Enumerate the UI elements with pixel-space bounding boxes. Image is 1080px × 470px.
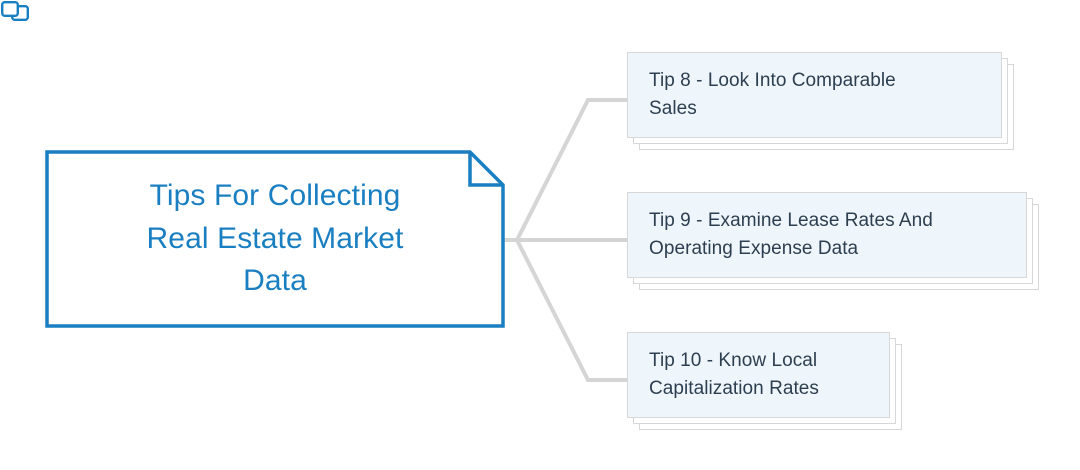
- tip-card-group-10: Tip 10 - Know Local Capitalization Rates: [627, 332, 907, 442]
- tip-card-10[interactable]: Tip 10 - Know Local Capitalization Rates: [627, 332, 890, 418]
- tip-card-8-label: Tip 8 - Look Into Comparable Sales: [649, 70, 896, 119]
- tip-card-group-8: Tip 8 - Look Into Comparable Sales: [627, 52, 1027, 162]
- connector-to-tip-10: [514, 237, 630, 382]
- root-node[interactable]: Tips For Collecting Real Estate Market D…: [45, 150, 505, 328]
- tip-card-9-label: Tip 9 - Examine Lease Rates And Operatin…: [649, 210, 933, 259]
- tip-card-group-9: Tip 9 - Examine Lease Rates And Operatin…: [627, 192, 1042, 302]
- tip-card-9[interactable]: Tip 9 - Examine Lease Rates And Operatin…: [627, 192, 1027, 278]
- tip-card-10-label: Tip 10 - Know Local Capitalization Rates: [649, 350, 819, 399]
- root-node-shape: [45, 150, 505, 328]
- connector-to-tip-8: [514, 98, 630, 243]
- tip-card-8[interactable]: Tip 8 - Look Into Comparable Sales: [627, 52, 1002, 138]
- root-node-label: Tips For Collecting Real Estate Market D…: [146, 179, 404, 298]
- copy-icon[interactable]: [0, 0, 30, 26]
